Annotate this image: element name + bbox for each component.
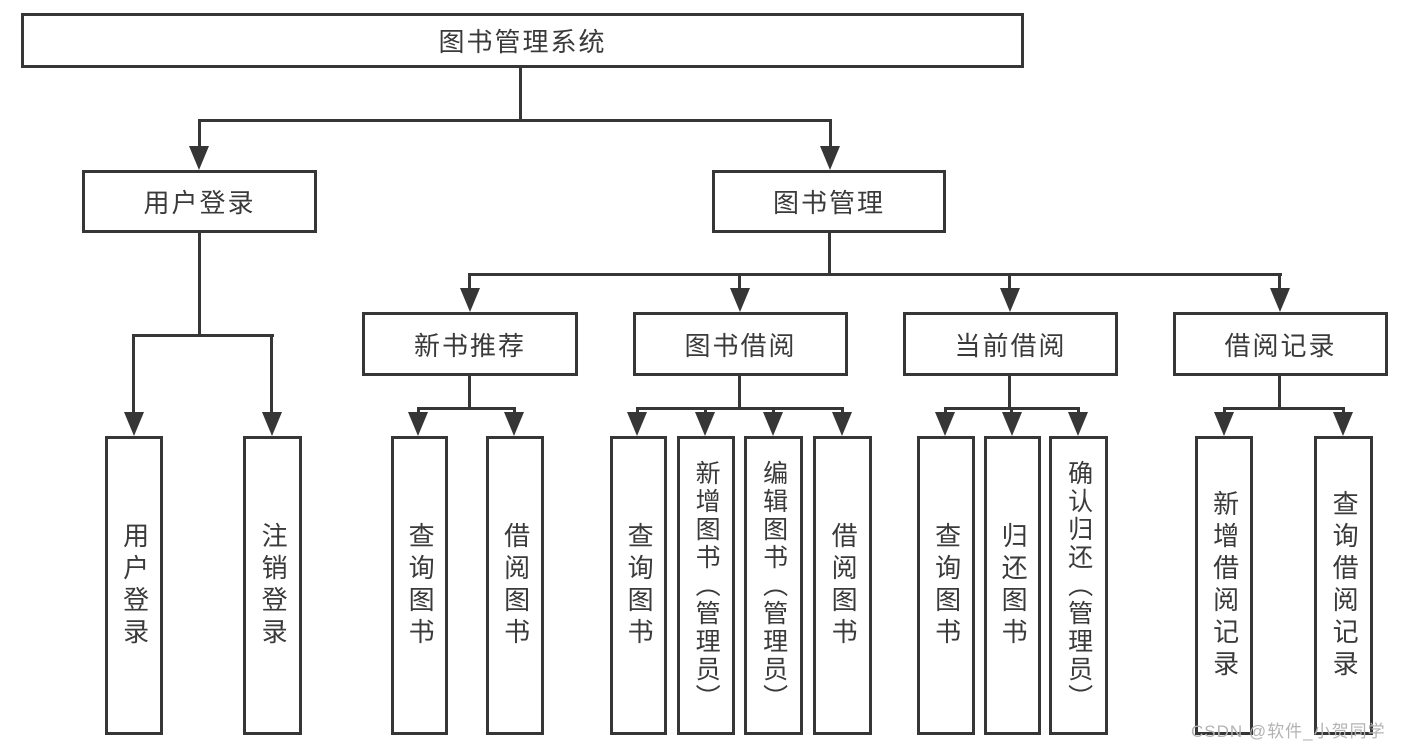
arrowhead-down-icon — [1270, 288, 1290, 312]
node-label: 查询图书 — [624, 521, 655, 650]
connector-line — [738, 275, 741, 291]
node-label: 确认归还（管理员） — [1064, 459, 1093, 712]
node-label: 新增图书（管理员） — [692, 459, 721, 712]
node-leaf-logout: 注销登录 — [243, 436, 302, 735]
node-leaf-borrow-book-b: 借阅图书 — [813, 436, 872, 735]
connector-line — [828, 233, 831, 275]
node-leaf-user-login: 用户登录 — [105, 436, 163, 735]
node-root: 图书管理系统 — [21, 13, 1024, 68]
connector-line — [417, 407, 516, 410]
arrowhead-down-icon — [627, 412, 647, 436]
node-label: 图书管理 — [772, 188, 885, 218]
node-leaf-query-book-c: 查询图书 — [917, 436, 975, 735]
connector-line — [468, 275, 471, 291]
node-book-borrow: 图书借阅 — [633, 312, 848, 376]
node-label: 新书推荐 — [413, 330, 526, 361]
connector-line — [198, 121, 201, 149]
node-leaf-add-book: 新增图书（管理员） — [677, 436, 735, 735]
arrowhead-down-icon — [1333, 412, 1353, 436]
node-leaf-confirm-return: 确认归还（管理员） — [1049, 436, 1108, 735]
connector-line — [1278, 275, 1281, 291]
node-label: 查询图书 — [405, 521, 436, 650]
node-leaf-edit-book: 编辑图书（管理员） — [744, 436, 803, 735]
arrowhead-down-icon — [124, 412, 144, 436]
node-label: 编辑图书（管理员） — [759, 459, 788, 712]
node-label: 新增借阅记录 — [1209, 489, 1240, 682]
node-leaf-add-borrow-record: 新增借阅记录 — [1195, 436, 1253, 735]
node-label: 查询图书 — [931, 521, 962, 650]
node-label: 借阅图书 — [500, 521, 531, 650]
arrowhead-down-icon — [408, 412, 428, 436]
arrowhead-down-icon — [820, 146, 840, 170]
node-book-mgmt: 图书管理 — [712, 170, 946, 233]
node-leaf-query-book-a: 查询图书 — [391, 436, 448, 735]
arrowhead-down-icon — [935, 412, 955, 436]
arrowhead-down-icon — [730, 288, 750, 312]
connector-line — [738, 376, 741, 409]
node-leaf-query-book-b: 查询图书 — [610, 436, 667, 735]
arrowhead-down-icon — [1002, 412, 1022, 436]
arrowhead-down-icon — [262, 412, 282, 436]
node-label: 图书借阅 — [684, 330, 797, 361]
node-label: 用户登录 — [143, 188, 256, 218]
node-leaf-return-book: 归还图书 — [984, 436, 1041, 735]
node-user-login: 用户登录 — [82, 170, 317, 233]
connector-line — [132, 336, 135, 414]
arrowhead-down-icon — [695, 412, 715, 436]
connector-line — [944, 407, 1080, 410]
node-current-borrow: 当前借阅 — [903, 312, 1118, 376]
connector-line — [468, 273, 1282, 276]
connector-line — [198, 233, 201, 336]
connector-line — [1008, 376, 1011, 409]
arrowhead-down-icon — [1068, 412, 1088, 436]
connector-line — [519, 66, 522, 121]
arrowhead-down-icon — [832, 412, 852, 436]
node-label: 借阅图书 — [828, 521, 859, 650]
node-leaf-query-borrow-record: 查询借阅记录 — [1314, 436, 1373, 735]
connector-line — [198, 119, 832, 122]
node-label: 借阅记录 — [1224, 330, 1337, 361]
arrowhead-down-icon — [1214, 412, 1234, 436]
node-label: 用户登录 — [119, 521, 150, 650]
connector-line — [270, 336, 273, 414]
connector-line — [1278, 376, 1281, 409]
watermark-text: CSDN @软件_小贺同学 — [1191, 722, 1386, 741]
connector-line — [132, 334, 274, 337]
connector-line — [1223, 407, 1345, 410]
node-borrow-record: 借阅记录 — [1173, 312, 1388, 376]
connector-line — [829, 121, 832, 149]
connector-line — [468, 376, 471, 409]
node-label: 图书管理系统 — [438, 27, 607, 57]
node-label: 查询借阅记录 — [1329, 489, 1360, 682]
node-leaf-borrow-book-a: 借阅图书 — [486, 436, 544, 735]
node-new-book-rec: 新书推荐 — [362, 312, 578, 376]
connector-line — [1008, 275, 1011, 291]
arrowhead-down-icon — [1000, 288, 1020, 312]
node-label: 当前借阅 — [954, 330, 1067, 361]
arrowhead-down-icon — [189, 146, 209, 170]
node-label: 归还图书 — [998, 521, 1029, 650]
arrowhead-down-icon — [763, 412, 783, 436]
arrowhead-down-icon — [460, 288, 480, 312]
arrowhead-down-icon — [504, 412, 524, 436]
node-label: 注销登录 — [258, 521, 289, 650]
connector-line — [636, 407, 844, 410]
